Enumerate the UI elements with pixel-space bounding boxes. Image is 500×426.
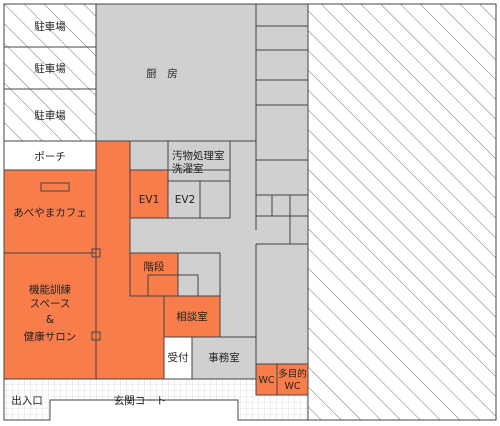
label-parking-1: 駐車場 [34,20,66,33]
label-multi-wc-1: 多目的 [278,368,307,380]
label-entrance: 出入口 [11,394,43,407]
ev1-shaft [129,169,169,219]
column-marker-1 [91,248,101,258]
neighbor-building-hatched [307,3,497,421]
label-parking-3: 駐車場 [34,109,66,122]
consultation-room [163,295,221,338]
label-multi-wc-2: WC [284,381,300,392]
label-training-3: & [46,314,54,326]
label-porch: ポーチ [34,151,66,163]
parking-area-1 [3,46,97,90]
label-training-4: 健康サロン [24,330,77,343]
label-entrance-court: 玄関コート [114,394,167,407]
label-wc: WC [258,375,274,386]
reception-room [163,336,193,380]
column-marker-2 [91,331,101,341]
label-kitchen: 厨 房 [146,67,178,80]
cafe-counter [40,182,70,192]
label-filth-room: 汚物処理室 [172,149,225,162]
label-stairs: 階段 [144,260,165,273]
label-reception: 受付 [168,351,189,364]
label-ev1: EV1 [139,194,160,206]
label-training-1: 機能訓練 [29,283,71,296]
label-parking-2: 駐車場 [34,62,66,75]
label-ev2: EV2 [175,194,196,206]
label-consultation: 相談室 [176,310,208,323]
label-cafe: あべやまカフェ [13,207,87,219]
label-office: 事務室 [208,351,240,364]
parking-area-2 [3,88,97,142]
label-training-2: スペース [30,298,71,310]
parking-area-3 [3,3,97,48]
label-laundry-room: 洗濯室 [172,162,204,175]
